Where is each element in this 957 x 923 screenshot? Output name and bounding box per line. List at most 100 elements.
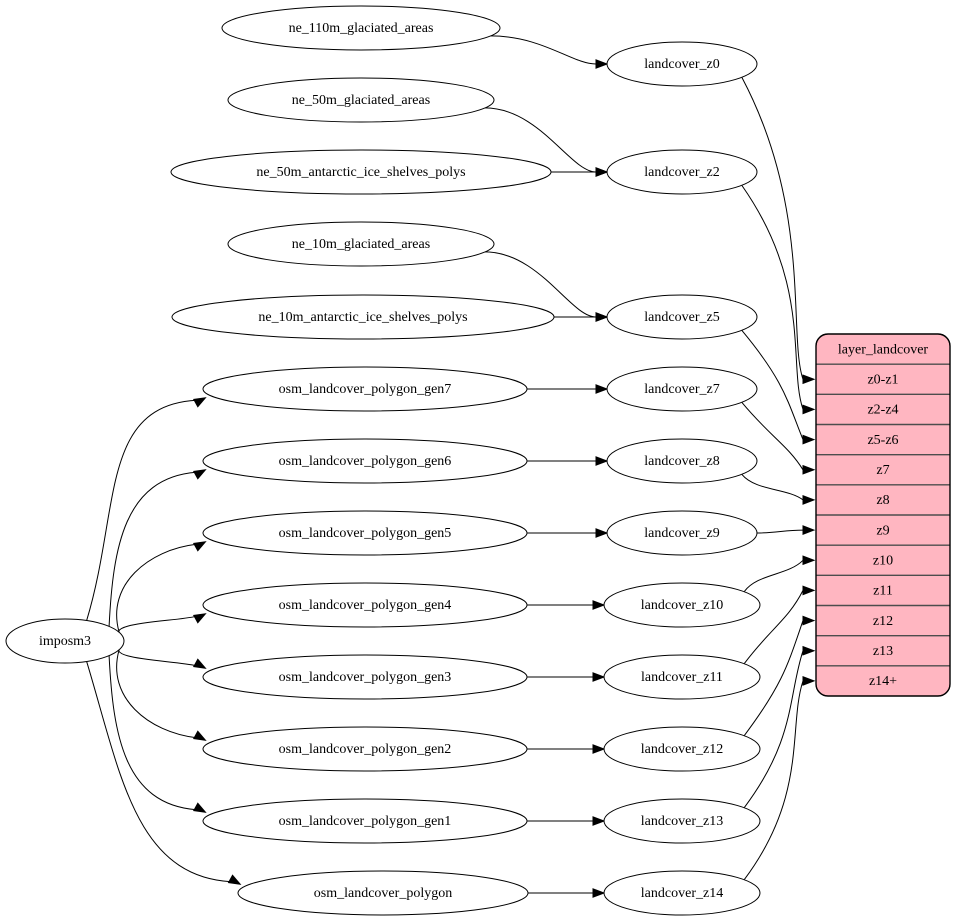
record-row-label: z8 xyxy=(876,493,889,508)
mid-node-ellipse xyxy=(603,798,761,844)
node-landcover_z5[interactable]: landcover_z5 xyxy=(606,294,758,340)
edge-arrowhead xyxy=(192,397,207,408)
mid-node-ellipse xyxy=(606,149,758,195)
node-ne_50m_glaciated_areas[interactable]: ne_50m_glaciated_areas xyxy=(227,77,495,123)
edge-landcover_z11-to-table-z11 xyxy=(743,590,804,664)
node-ne_50m_antarctic_ice_shelves_polys[interactable]: ne_50m_antarctic_ice_shelves_polys xyxy=(170,149,552,195)
mid-node-ellipse xyxy=(606,41,758,87)
node-landcover_z8[interactable]: landcover_z8 xyxy=(606,438,758,484)
node-label: imposm3 xyxy=(39,634,91,649)
node-osm_landcover_polygon_gen7[interactable]: osm_landcover_polygon_gen7 xyxy=(202,366,528,412)
node-osm_landcover_polygon_gen3[interactable]: osm_landcover_polygon_gen3 xyxy=(202,654,528,700)
node-imposm3[interactable]: imposm3 xyxy=(5,618,125,664)
edge-arrowhead xyxy=(802,525,816,536)
mid-node-ellipse xyxy=(606,366,758,412)
node-label: ne_10m_glaciated_areas xyxy=(292,237,430,252)
source-node-ellipse xyxy=(227,77,495,123)
edge-arrowhead xyxy=(592,888,606,898)
node-landcover_z2[interactable]: landcover_z2 xyxy=(606,149,758,195)
edge-ne_110m_glaciated_areas-to-landcover_z0 xyxy=(490,35,597,65)
source-node-ellipse xyxy=(171,294,555,340)
node-label: ne_50m_antarctic_ice_shelves_polys xyxy=(256,165,465,180)
edge-arrowhead xyxy=(595,167,609,177)
node-ne_10m_glaciated_areas[interactable]: ne_10m_glaciated_areas xyxy=(227,221,495,267)
edge-arrowhead xyxy=(802,585,816,596)
edge-arrowhead xyxy=(192,658,207,669)
node-osm_landcover_polygon_gen4[interactable]: osm_landcover_polygon_gen4 xyxy=(202,582,528,628)
node-label: landcover_z9 xyxy=(644,526,719,541)
node-osm_landcover_polygon[interactable]: osm_landcover_polygon xyxy=(237,870,529,916)
edge-imposm3-to-osm_landcover_polygon_gen3 xyxy=(118,643,197,667)
node-label: osm_landcover_polygon_gen4 xyxy=(279,598,452,613)
edge-landcover_z14-to-table-z14+ xyxy=(743,680,804,880)
node-osm_landcover_polygon_gen5[interactable]: osm_landcover_polygon_gen5 xyxy=(202,510,528,556)
node-landcover_z0[interactable]: landcover_z0 xyxy=(606,41,758,87)
edge-landcover_z5-to-table-z5-z6 xyxy=(741,330,804,440)
source-node-ellipse xyxy=(202,654,528,700)
source-node-ellipse xyxy=(202,438,528,484)
edge-arrowhead xyxy=(595,456,609,466)
edge-imposm3-to-osm_landcover_polygon_gen2 xyxy=(116,649,197,739)
edge-arrowhead xyxy=(595,59,609,69)
record-table-layer: layer_landcoverz0-z1z2-z4z5-z6z7z8z9z10z… xyxy=(815,333,951,697)
node-landcover_z9[interactable]: landcover_z9 xyxy=(606,510,758,556)
node-landcover_z13[interactable]: landcover_z13 xyxy=(603,798,761,844)
node-osm_landcover_polygon_gen1[interactable]: osm_landcover_polygon_gen1 xyxy=(202,798,528,844)
record-row-label: z7 xyxy=(876,463,889,478)
node-label: osm_landcover_polygon_gen1 xyxy=(279,814,452,829)
source-node-ellipse xyxy=(202,726,528,772)
record-row-label: z11 xyxy=(873,584,893,599)
source-node-ellipse xyxy=(237,870,529,916)
edge-imposm3-to-osm_landcover_polygon_gen1 xyxy=(108,655,197,811)
edge-arrowhead xyxy=(592,600,606,610)
edge-arrowhead xyxy=(802,404,816,415)
mid-node-ellipse xyxy=(606,438,758,484)
edge-landcover_z13-to-table-z13 xyxy=(743,650,804,808)
edge-imposm3-to-osm_landcover_polygon_gen4 xyxy=(118,615,197,639)
node-landcover_z10[interactable]: landcover_z10 xyxy=(603,582,761,628)
edge-ne_50m_glaciated_areas-to-landcover_z2 xyxy=(484,107,597,173)
edge-arrowhead xyxy=(595,312,609,322)
source-node-ellipse xyxy=(202,582,528,628)
node-label: landcover_z13 xyxy=(641,814,723,829)
source-node-ellipse xyxy=(202,798,528,844)
record-row-label: z12 xyxy=(873,614,893,629)
record-row-label: z10 xyxy=(873,553,893,568)
node-label: osm_landcover_polygon_gen2 xyxy=(279,742,452,757)
source-node-ellipse xyxy=(227,221,495,267)
mid-node-ellipse xyxy=(606,294,758,340)
node-label: landcover_z2 xyxy=(644,165,719,180)
edge-arrowhead xyxy=(802,675,816,686)
node-ne_10m_antarctic_ice_shelves_polys[interactable]: ne_10m_antarctic_ice_shelves_polys xyxy=(171,294,555,340)
edge-arrowhead xyxy=(192,541,207,552)
mid-node-ellipse xyxy=(603,726,761,772)
record-table-layer_landcover[interactable]: layer_landcoverz0-z1z2-z4z5-z6z7z8z9z10z… xyxy=(815,333,951,697)
record-row-label: z2-z4 xyxy=(867,403,898,418)
edge-ne_10m_glaciated_areas-to-landcover_z5 xyxy=(484,251,597,318)
node-landcover_z14[interactable]: landcover_z14 xyxy=(603,870,761,916)
node-label: landcover_z14 xyxy=(641,886,723,901)
node-landcover_z12[interactable]: landcover_z12 xyxy=(603,726,761,772)
mid-node-ellipse xyxy=(603,654,761,700)
edge-arrowhead xyxy=(802,645,816,656)
edge-arrowhead xyxy=(802,615,816,626)
record-row-label: z13 xyxy=(873,644,893,659)
edge-imposm3-to-osm_landcover_polygon xyxy=(86,661,232,883)
record-row-label: z5-z6 xyxy=(867,433,898,448)
node-osm_landcover_polygon_gen6[interactable]: osm_landcover_polygon_gen6 xyxy=(202,438,528,484)
node-label: osm_landcover_polygon_gen7 xyxy=(279,382,452,397)
node-landcover_z11[interactable]: landcover_z11 xyxy=(603,654,761,700)
edge-arrowhead xyxy=(802,374,816,385)
node-label: landcover_z5 xyxy=(644,310,719,325)
node-label: osm_landcover_polygon_gen6 xyxy=(279,454,452,469)
edge-landcover_z12-to-table-z12 xyxy=(743,620,804,736)
node-label: landcover_z8 xyxy=(644,454,719,469)
node-label: ne_10m_antarctic_ice_shelves_polys xyxy=(258,310,467,325)
node-osm_landcover_polygon_gen2[interactable]: osm_landcover_polygon_gen2 xyxy=(202,726,528,772)
node-ne_110m_glaciated_areas[interactable]: ne_110m_glaciated_areas xyxy=(221,5,501,51)
edge-arrowhead xyxy=(227,874,242,885)
source-node-ellipse xyxy=(202,510,528,556)
node-landcover_z7[interactable]: landcover_z7 xyxy=(606,366,758,412)
